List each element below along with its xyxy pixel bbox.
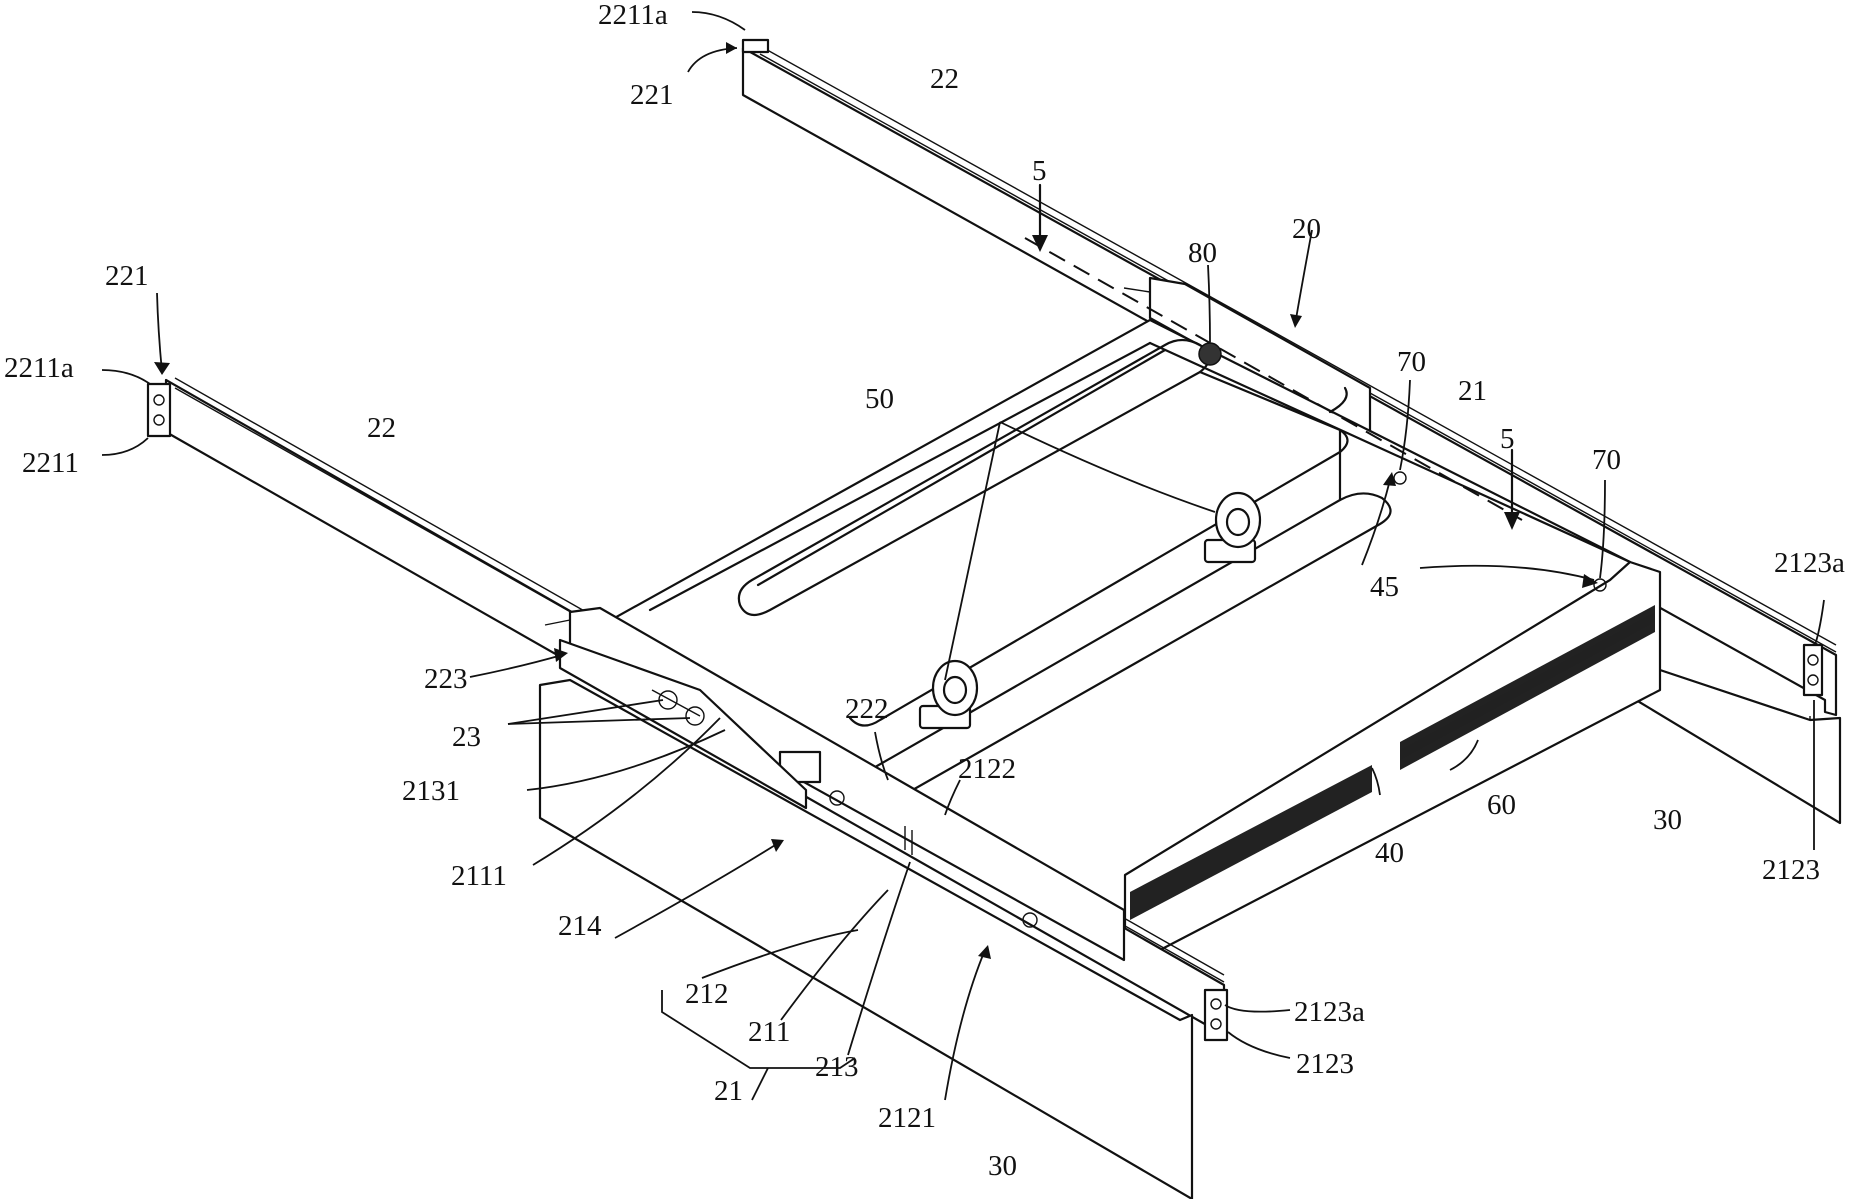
label-22-left: 22 — [367, 412, 396, 444]
label-223: 223 — [424, 663, 468, 695]
label-70-a: 70 — [1397, 346, 1426, 378]
label-40: 40 — [1375, 837, 1404, 869]
label-2121: 2121 — [878, 1102, 936, 1134]
label-22-top: 22 — [930, 63, 959, 95]
label-50: 50 — [865, 383, 894, 415]
label-2111: 2111 — [451, 860, 507, 892]
label-60: 60 — [1487, 789, 1516, 821]
label-211: 211 — [748, 1016, 790, 1048]
label-2123-bottom: 2123 — [1296, 1048, 1354, 1080]
label-45: 45 — [1370, 571, 1399, 603]
label-20: 20 — [1292, 213, 1321, 245]
label-2123a-right: 2123a — [1774, 547, 1845, 579]
label-23: 23 — [452, 721, 481, 753]
label-222: 222 — [845, 693, 889, 725]
label-2211: 2211 — [22, 447, 79, 479]
label-221-left: 221 — [105, 260, 149, 292]
screw-80 — [1199, 343, 1221, 365]
label-5-right: 5 — [1500, 423, 1515, 455]
label-70-b: 70 — [1592, 444, 1621, 476]
label-21-right: 21 — [1458, 375, 1487, 407]
label-2211a-top: 2211a — [598, 0, 668, 31]
label-214: 214 — [558, 910, 602, 942]
label-80: 80 — [1188, 237, 1217, 269]
label-5-top: 5 — [1032, 155, 1047, 187]
label-30-right: 30 — [1653, 804, 1682, 836]
label-21-bottom: 21 — [714, 1075, 743, 1107]
label-213: 213 — [815, 1051, 859, 1083]
label-2123-right: 2123 — [1762, 854, 1820, 886]
label-212: 212 — [685, 978, 729, 1010]
label-2131: 2131 — [402, 775, 460, 807]
label-221-top: 221 — [630, 79, 674, 111]
label-30-bottom: 30 — [988, 1150, 1017, 1182]
label-2122: 2122 — [958, 753, 1016, 785]
label-2123a-bottom: 2123a — [1294, 996, 1365, 1028]
label-2211a-left: 2211a — [4, 352, 74, 384]
